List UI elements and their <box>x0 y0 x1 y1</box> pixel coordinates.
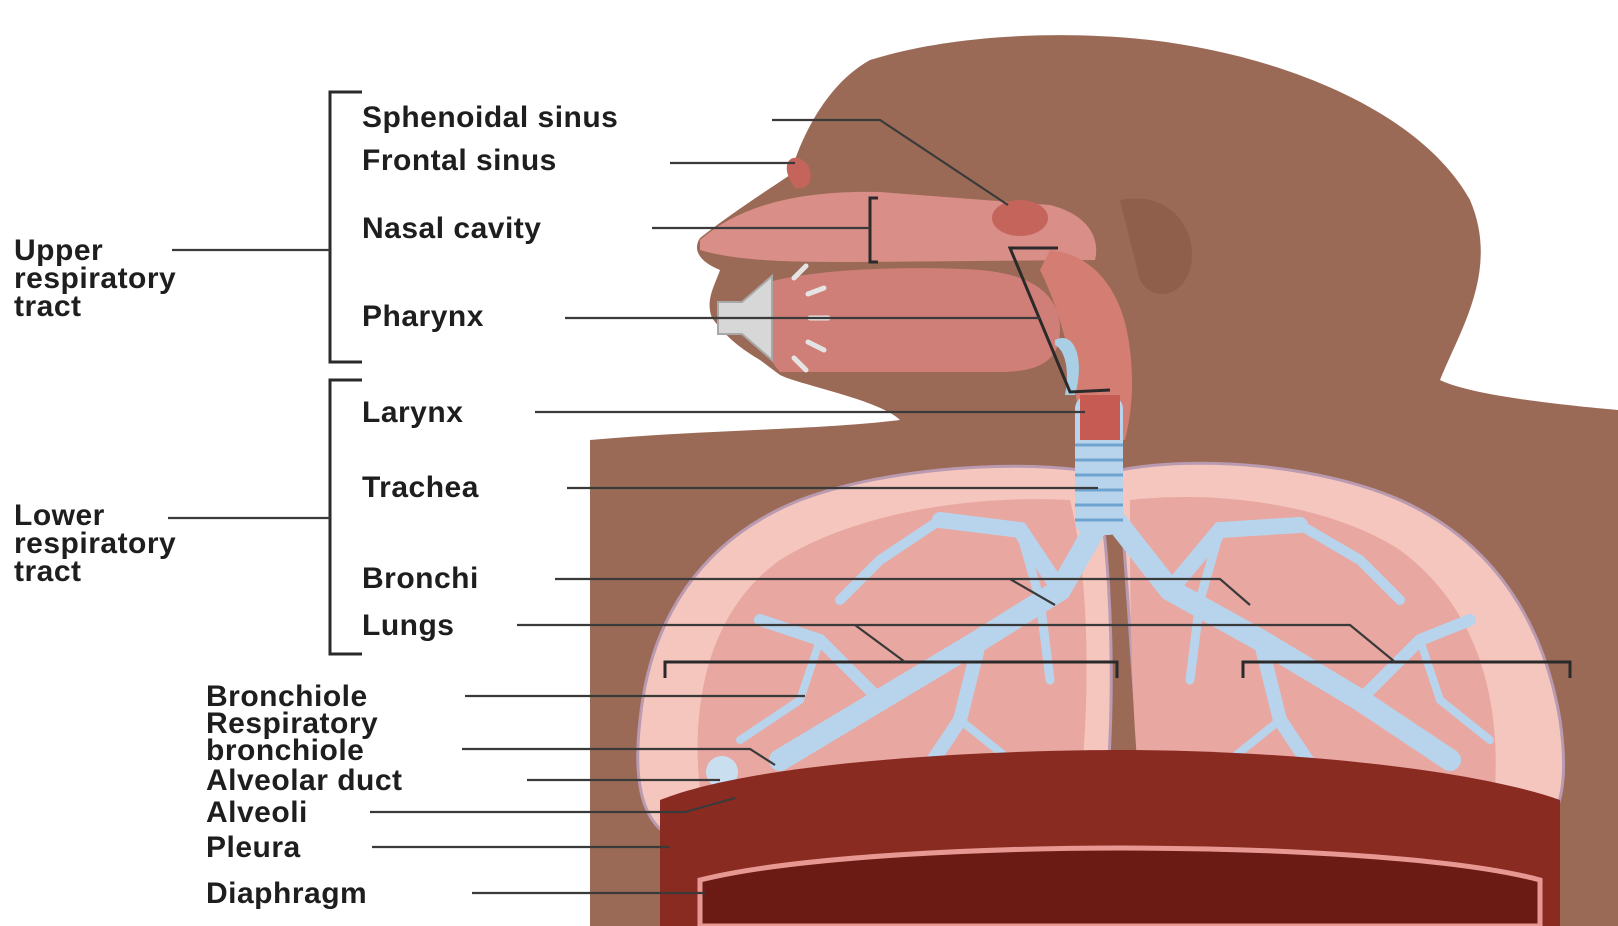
pharynx-label: Pharynx <box>362 300 484 333</box>
larynx-label: Larynx <box>362 396 463 429</box>
sphenoidal-sinus-shape <box>992 200 1048 236</box>
trachea-label: Trachea <box>362 471 479 504</box>
sphenoidal-sinus-label: Sphenoidal sinus <box>362 101 618 134</box>
lungs-label: Lungs <box>362 609 455 642</box>
nasal-cavity-label: Nasal cavity <box>362 212 541 245</box>
oral-tissue <box>757 268 1060 372</box>
alveoli-label: Alveoli <box>206 796 308 829</box>
respiratory-bronchiole-label: Respiratory bronchiole <box>206 707 387 767</box>
upper-tract-bracket <box>330 92 362 362</box>
frontal-sinus-label: Frontal sinus <box>362 144 557 177</box>
diaphragm-inner <box>700 848 1540 926</box>
bronchi-label: Bronchi <box>362 562 479 595</box>
lower-tract-label: Lower respiratory tract <box>14 499 185 588</box>
upper-tract-label: Upper respiratory tract <box>14 234 185 323</box>
alveolar-duct-label: Alveolar duct <box>206 764 403 797</box>
diaphragm-label: Diaphragm <box>206 877 367 910</box>
larynx-shape <box>1080 395 1120 440</box>
pleura-label: Pleura <box>206 831 301 864</box>
lower-tract-bracket <box>330 380 362 654</box>
